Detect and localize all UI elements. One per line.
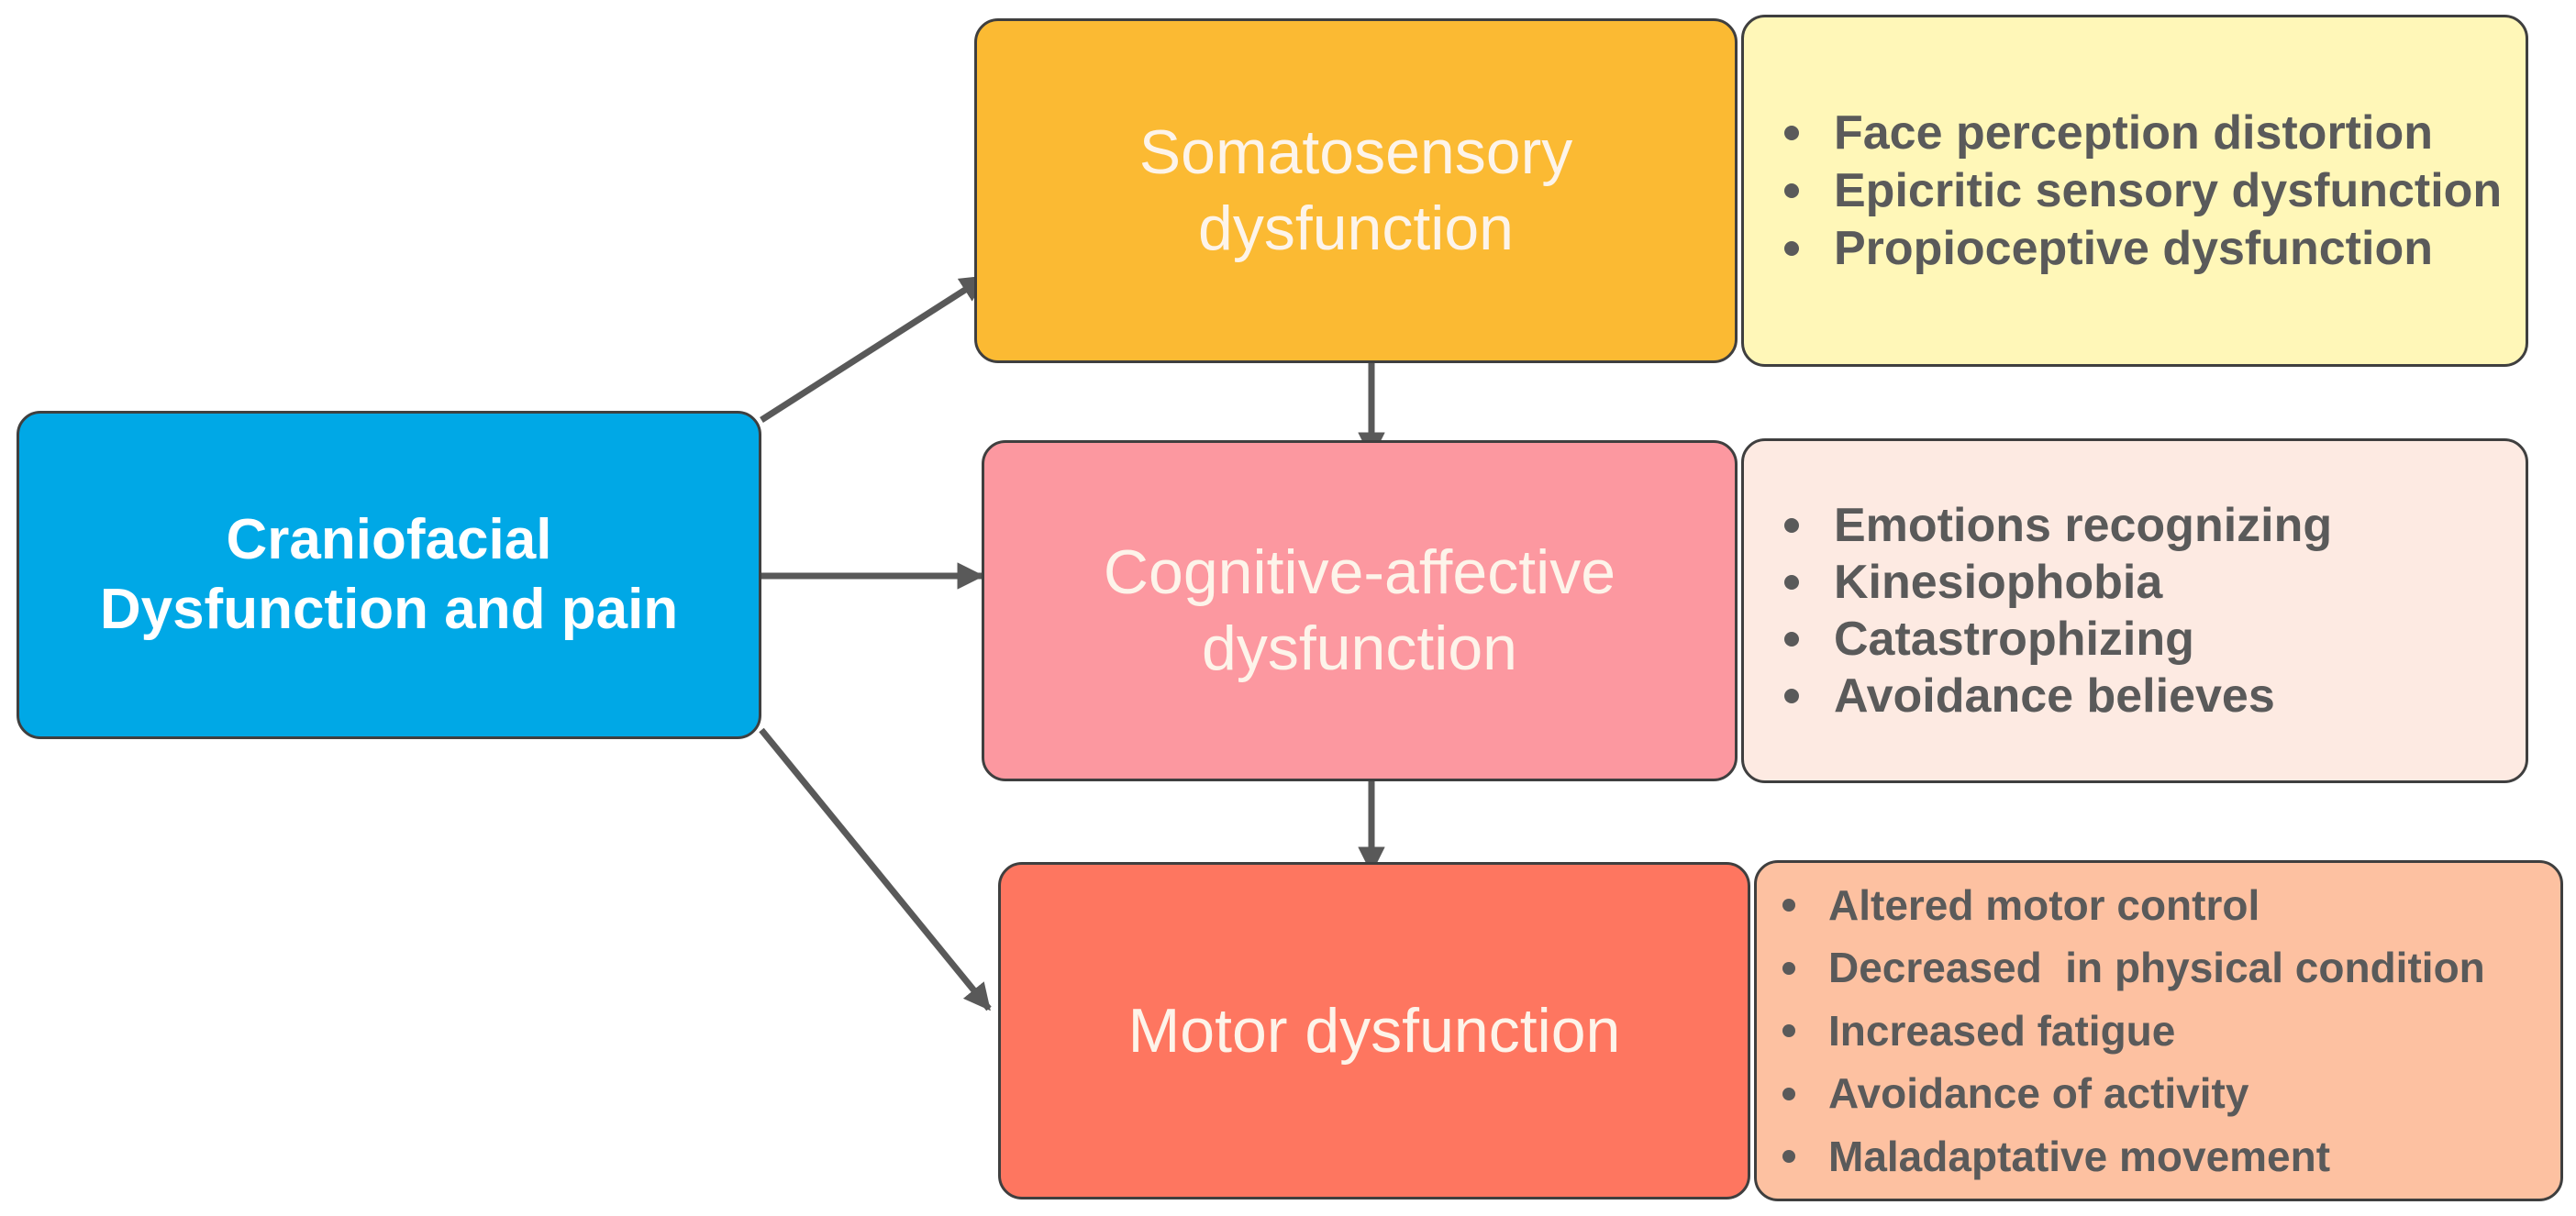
somatosensory-title-line-1: Somatosensory xyxy=(1138,117,1573,188)
list-item: Epicritic sensory dysfunction xyxy=(1784,162,2526,220)
list-item: Maladaptative movement xyxy=(1782,1125,2560,1188)
somatosensory-title: Somatosensory dysfunction xyxy=(1139,115,1572,267)
motor-title: Motor dysfunction xyxy=(1128,993,1621,1069)
list-item: Increased fatigue xyxy=(1782,1000,2560,1063)
cognitive-title: Cognitive-affective dysfunction xyxy=(1104,535,1616,687)
list-item: Altered motor control xyxy=(1782,874,2560,937)
arrow-root-to-motor xyxy=(759,727,992,1011)
somatosensory-list: Face perception distortion Epicritic sen… xyxy=(1741,15,2528,367)
root-node-craniofacial: Craniofacial Dysfunction and pain xyxy=(17,411,761,739)
list-item: Avoidance of activity xyxy=(1782,1062,2560,1125)
root-title-line-2: Dysfunction and pain xyxy=(99,578,679,641)
somatosensory-title-line-2: dysfunction xyxy=(1198,193,1514,263)
cognitive-affective-list: Emotions recognizing Kinesiophobia Catas… xyxy=(1741,438,2528,783)
list-item: Decreased in physical condition xyxy=(1782,936,2560,1000)
cognitive-title-line-1: Cognitive-affective xyxy=(1103,537,1616,608)
cognitive-title-line-2: dysfunction xyxy=(1202,614,1517,683)
root-title-line-1: Craniofacial xyxy=(226,508,552,572)
node-somatosensory: Somatosensory dysfunction xyxy=(974,18,1738,363)
list-item: Emotions recognizing xyxy=(1784,497,2526,554)
list-item: Kinesiophobia xyxy=(1784,554,2526,611)
node-cognitive-affective: Cognitive-affective dysfunction xyxy=(982,440,1738,781)
root-node-title: Craniofacial Dysfunction and pain xyxy=(100,505,678,644)
node-motor: Motor dysfunction xyxy=(998,862,1750,1199)
motor-title-line-1: Motor dysfunction xyxy=(1127,995,1621,1066)
list-item: Propioceptive dysfunction xyxy=(1784,220,2526,278)
motor-list: Altered motor control Decreased in physi… xyxy=(1754,860,2563,1201)
list-item: Face perception distortion xyxy=(1784,105,2526,162)
arrow-root-to-somatosensory xyxy=(760,274,988,423)
list-item: Avoidance believes xyxy=(1784,668,2526,724)
list-item: Catastrophizing xyxy=(1784,611,2526,668)
